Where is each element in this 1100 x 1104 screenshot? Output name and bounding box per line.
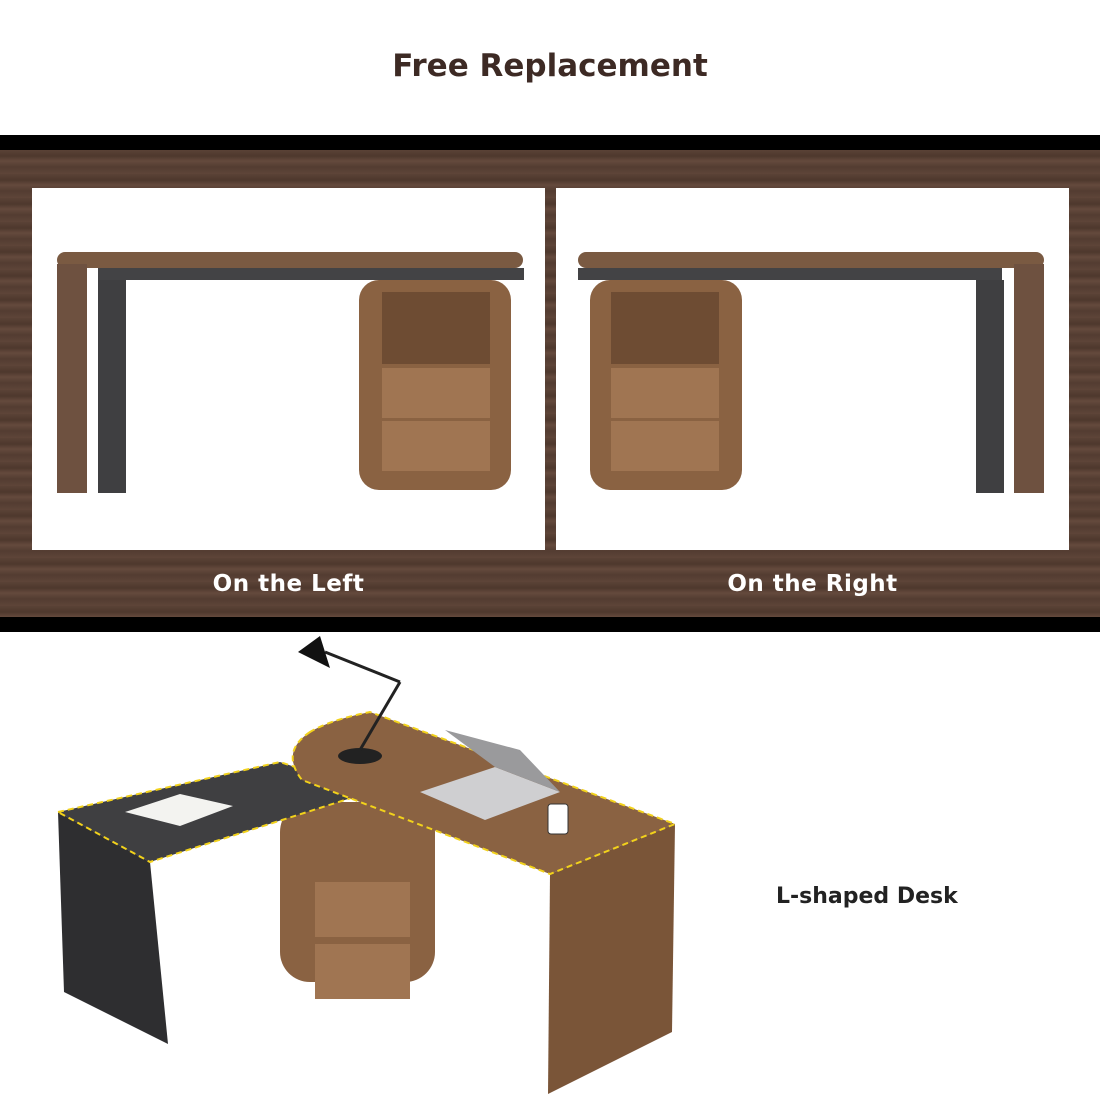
page-title: Free Replacement <box>392 48 708 84</box>
l-shaped-desk-label: L-shaped Desk <box>776 884 958 909</box>
l-shaped-desk-image <box>40 632 700 1104</box>
option-right-label: On the Right <box>727 571 898 597</box>
desk-left-image <box>32 188 545 550</box>
option-left-label: On the Left <box>212 571 365 597</box>
desk-right-image <box>556 188 1069 550</box>
divider-bottom <box>0 617 1100 632</box>
divider-top <box>0 135 1100 150</box>
